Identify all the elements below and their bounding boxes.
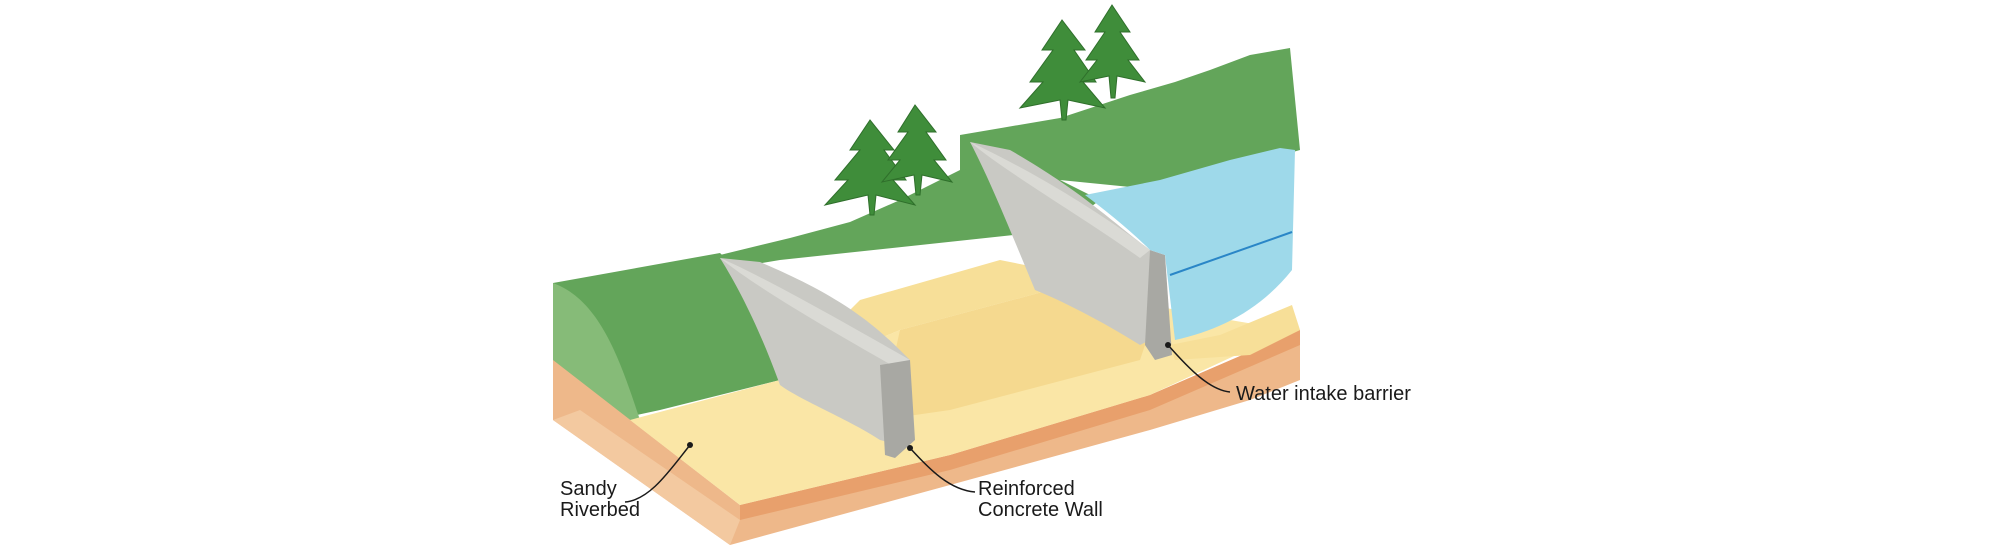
upper-riverbed [780, 260, 1100, 380]
water-intake-barrier [1145, 250, 1172, 360]
tree-icon [1078, 4, 1147, 99]
back-concrete-wall-face [970, 142, 1150, 345]
water-line [1169, 231, 1293, 276]
tree-icon [823, 119, 917, 216]
tree-icon [880, 104, 954, 196]
label-reinforced-line2: Concrete Wall [978, 499, 1103, 521]
label-sandy-line2: Riverbed [560, 499, 640, 521]
soil-base-edge [740, 330, 1300, 520]
far-grass-bank [960, 48, 1300, 190]
front-concrete-wall-face [720, 258, 910, 445]
callout-sandy-riverbed: Sandy Riverbed [560, 442, 693, 521]
back-concrete-wall-top [970, 142, 1150, 258]
sandy-riverbed-mid [880, 290, 1160, 420]
label-reinforced-line1: Reinforced [978, 478, 1075, 500]
middle-grass-bank [553, 165, 1100, 290]
front-concrete-wall-top [720, 258, 910, 370]
reservoir-sandbank [1170, 305, 1300, 360]
front-concrete-wall-end [880, 360, 915, 458]
callout-water-barrier: Water intake barrier [1165, 342, 1411, 405]
label-water-barrier: Water intake barrier [1236, 383, 1411, 405]
label-sandy-line1: Sandy [560, 478, 617, 500]
soil-base-top [553, 410, 740, 545]
tree-icon [1018, 19, 1107, 121]
reservoir-water [1085, 148, 1295, 340]
callout-reinforced-wall: Reinforced Concrete Wall [907, 445, 1103, 521]
